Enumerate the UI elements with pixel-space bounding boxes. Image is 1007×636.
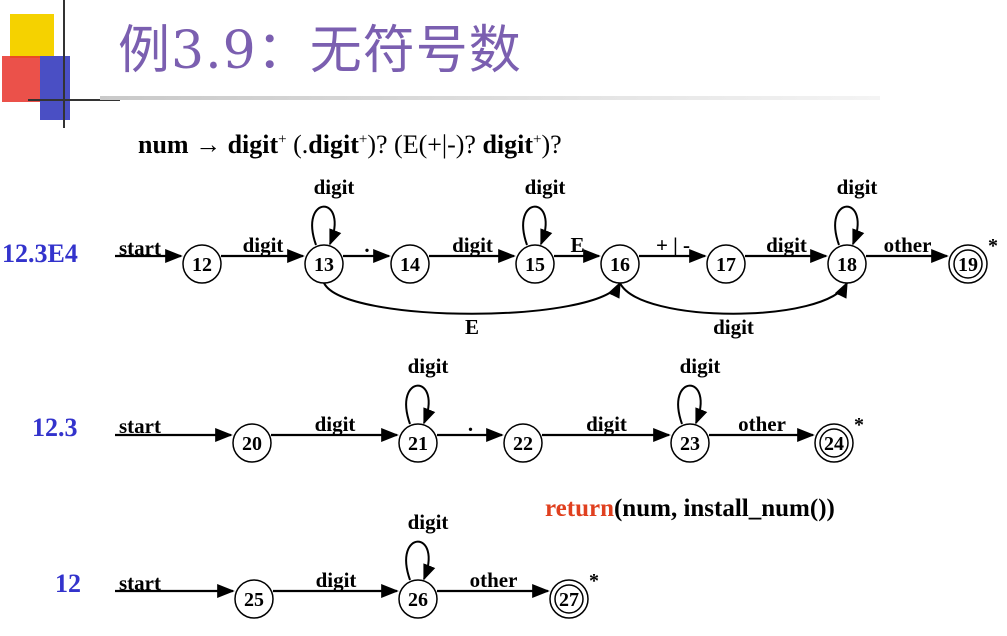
- retract-star: *: [589, 570, 599, 592]
- formula-digit-1: digit: [227, 130, 279, 159]
- edge-label: digit: [408, 354, 449, 378]
- retract-star: *: [854, 414, 864, 436]
- formula-num: num: [138, 130, 189, 159]
- state-circle: [398, 423, 438, 463]
- state-label: 20: [242, 433, 262, 455]
- state-label: 19: [958, 254, 978, 276]
- state-label: 16: [610, 254, 630, 276]
- state-label: 21: [408, 433, 428, 455]
- regex-formula: num → digit+ (.digit+)? (E(+|-)? digit+)…: [138, 130, 562, 160]
- edge-label: other: [470, 568, 518, 592]
- formula-sup-1: +: [278, 131, 287, 148]
- start-label: start: [119, 414, 161, 438]
- state-label: 23: [680, 433, 700, 455]
- state-label: 22: [513, 433, 533, 455]
- state-circle: [304, 244, 344, 284]
- edge-label: other: [738, 412, 786, 436]
- state-label: 14: [400, 254, 420, 276]
- slide-title: 例3.9：无符号数: [118, 21, 522, 81]
- state-circle: [390, 244, 430, 284]
- edge-label: other: [884, 233, 932, 257]
- edge-label: digit: [408, 510, 449, 534]
- self-loop-edge: [834, 205, 865, 246]
- accept-inner-circle: [554, 584, 584, 614]
- state-circle: [600, 244, 640, 284]
- start-label: start: [119, 571, 161, 595]
- edge-label: digit: [315, 412, 356, 436]
- edge-label: + | -: [656, 233, 690, 257]
- state-circle: [670, 423, 710, 463]
- state-label: 27: [559, 589, 579, 611]
- edge-label: digit: [766, 233, 807, 257]
- state-label: 13: [314, 254, 334, 276]
- edge-label: digit: [314, 175, 355, 199]
- self-loop-edge: [405, 384, 436, 425]
- state-circle: [706, 244, 746, 284]
- curved-edge: [323, 281, 621, 315]
- edge-label: digit: [525, 175, 566, 199]
- title-underline: [100, 96, 880, 100]
- state-label: 12: [192, 254, 212, 276]
- formula-part-2: (.: [286, 130, 309, 159]
- edge-label: E: [465, 315, 479, 339]
- edge-label: digit: [680, 354, 721, 378]
- accept-inner-circle: [819, 428, 849, 458]
- return-args: (num, install_num()): [614, 495, 835, 522]
- edge-label: digit: [452, 233, 493, 257]
- formula-arrow: →: [195, 130, 222, 159]
- example-label: 12.3E4: [2, 239, 78, 268]
- formula-part-4: )?: [541, 130, 562, 159]
- state-label: 25: [244, 589, 264, 611]
- state-label: 17: [716, 254, 736, 276]
- state-circle: [398, 579, 438, 619]
- state-label: 26: [408, 589, 428, 611]
- start-label: start: [119, 236, 161, 260]
- retract-star: *: [988, 235, 998, 257]
- formula-digit-3: digit: [482, 130, 534, 159]
- state-label: 24: [824, 433, 844, 455]
- state-circle: [232, 423, 272, 463]
- edge-label: digit: [837, 175, 878, 199]
- formula-part-3: )? (E(+|-)?: [367, 130, 483, 159]
- state-circle: [515, 244, 555, 284]
- state-label: 15: [525, 254, 545, 276]
- edge-label: .: [364, 233, 369, 257]
- title-decoration: [2, 0, 120, 128]
- curved-edge: [619, 281, 848, 315]
- return-keyword: return: [545, 495, 614, 522]
- formula-sup-2: +: [358, 131, 368, 148]
- edge-label: digit: [713, 315, 754, 339]
- self-loop-edge: [522, 205, 553, 246]
- state-circle: [234, 579, 274, 619]
- self-loop-edge: [311, 205, 342, 246]
- state-label: 18: [837, 254, 857, 276]
- example-label: 12.3: [32, 413, 78, 442]
- state-circle: [827, 244, 867, 284]
- edge-label: digit: [586, 412, 627, 436]
- edge-label: digit: [243, 233, 284, 257]
- formula-sup-3: +: [533, 131, 542, 148]
- edge-label: E: [570, 233, 584, 257]
- deco-yellow-square: [10, 14, 54, 58]
- self-loop-edge: [405, 540, 436, 581]
- formula-digit-2: digit: [308, 130, 359, 159]
- state-circle: [503, 423, 543, 463]
- example-label: 12: [55, 569, 81, 598]
- state-circle: [182, 244, 222, 284]
- accept-inner-circle: [953, 249, 983, 279]
- edge-label: digit: [316, 568, 357, 592]
- return-statement: return(num, install_num()): [545, 495, 835, 522]
- edge-label: .: [468, 412, 473, 436]
- self-loop-edge: [677, 384, 708, 425]
